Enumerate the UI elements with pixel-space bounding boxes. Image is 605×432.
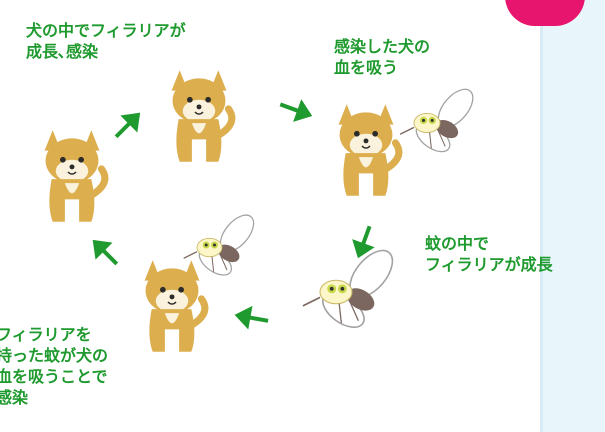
label-infect-new-dog: フィラリアを 持った蚊が犬の 血を吸うことで 感染 — [0, 325, 109, 407]
mosquito-infect-icon — [172, 210, 272, 285]
mosquito-bite-icon — [388, 84, 492, 162]
arrow-left-icon — [232, 303, 271, 333]
side-panel — [540, 0, 605, 432]
arrow-up-right-icon — [107, 104, 148, 146]
dog-2 — [153, 52, 245, 174]
arrow-down-icon — [346, 222, 381, 263]
arrow-up-left-icon — [84, 234, 126, 273]
arrow-right-icon — [276, 93, 317, 128]
dog-1 — [26, 112, 118, 234]
side-panel-edge — [540, 0, 543, 432]
label-grow-in-mosquito: 蚊の中で フィラリアが成長 — [425, 234, 553, 274]
label-grow-in-dog: 犬の中でフィラリアが 成長､感染 — [26, 21, 186, 61]
label-bite-infected-dog: 感染した犬の 血を吸う — [334, 37, 431, 77]
